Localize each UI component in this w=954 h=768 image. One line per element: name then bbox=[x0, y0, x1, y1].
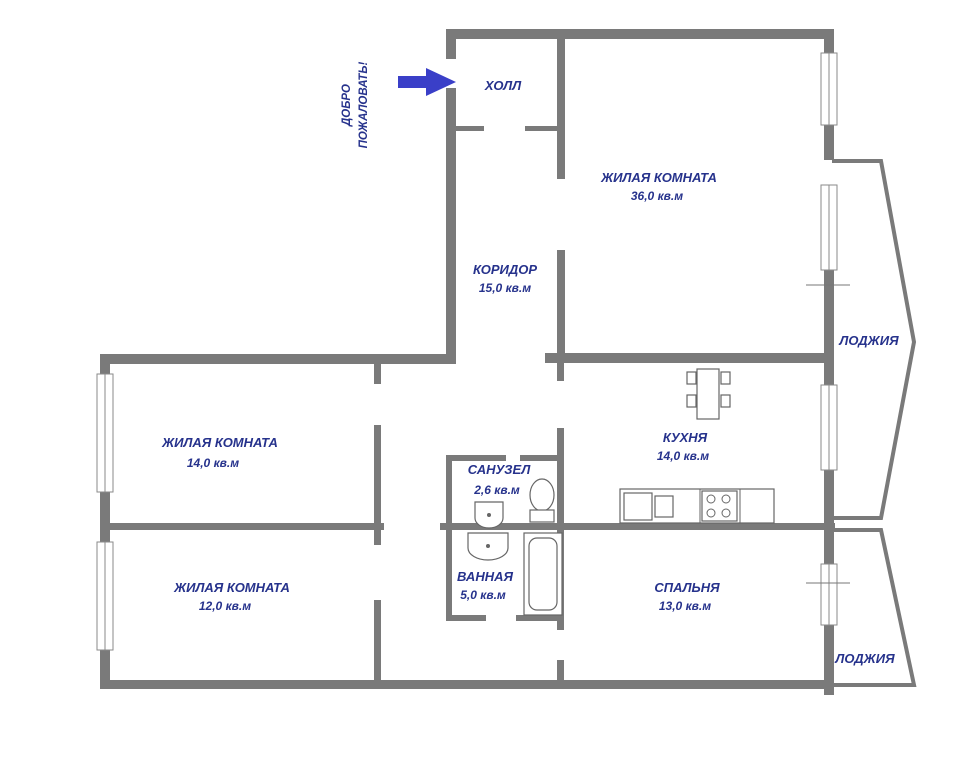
loggias bbox=[832, 159, 917, 687]
sink-icon bbox=[467, 532, 509, 561]
welcome-line-1: ДОБРО bbox=[341, 84, 353, 127]
wc-area: 2,6 кв.м bbox=[473, 483, 520, 497]
living-14-label: ЖИЛАЯ КОМНАТА bbox=[161, 435, 278, 450]
bathroom-label: ВАННАЯ bbox=[457, 569, 513, 584]
living-large-label: ЖИЛАЯ КОМНАТА bbox=[600, 170, 717, 185]
toilet-icon bbox=[529, 478, 555, 523]
kitchen-area: 14,0 кв.м bbox=[657, 449, 709, 463]
loggia-lower-label: ЛОДЖИЯ bbox=[834, 651, 895, 666]
corridor-label: КОРИДОР bbox=[473, 262, 537, 277]
sink-icon bbox=[474, 501, 504, 529]
living-large-area: 36,0 кв.м bbox=[631, 189, 683, 203]
bathtub-icon bbox=[523, 532, 563, 616]
stove-icon bbox=[701, 490, 738, 522]
hall-label: ХОЛЛ bbox=[484, 78, 522, 93]
living-14-area: 14,0 кв.м bbox=[187, 456, 239, 470]
table-chairs-icon bbox=[686, 368, 731, 420]
welcome-line-2: ПОЖАЛОВАТЬ! bbox=[358, 61, 370, 148]
bathroom-area: 5,0 кв.м bbox=[460, 588, 506, 602]
loggia-upper-label: ЛОДЖИЯ bbox=[838, 333, 899, 348]
entrance-arrow-icon bbox=[398, 68, 456, 96]
windows bbox=[96, 52, 850, 651]
wc-label: САНУЗЕЛ bbox=[468, 462, 532, 477]
walls bbox=[100, 29, 835, 695]
kitchen-label: КУХНЯ bbox=[663, 430, 708, 445]
corridor-area: 15,0 кв.м bbox=[479, 281, 531, 295]
bedroom-area: 13,0 кв.м bbox=[659, 599, 711, 613]
sink-icon bbox=[623, 492, 674, 521]
living-12-label: ЖИЛАЯ КОМНАТА bbox=[173, 580, 290, 595]
living-12-area: 12,0 кв.м bbox=[199, 599, 251, 613]
bedroom-label: СПАЛЬНЯ bbox=[654, 580, 720, 595]
